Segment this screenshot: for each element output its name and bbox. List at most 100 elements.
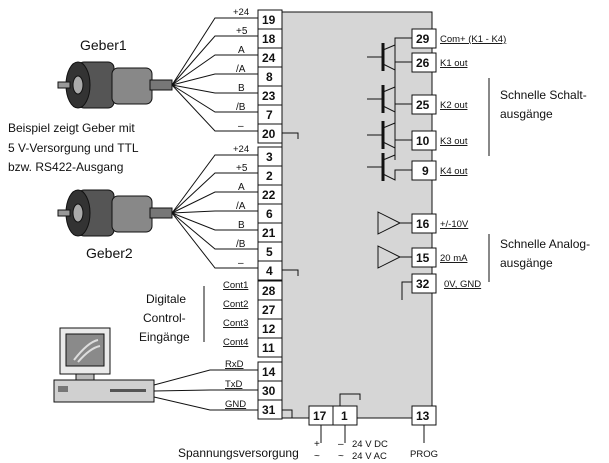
svg-text:+5: +5 [236,163,248,174]
svg-text:4: 4 [266,264,273,278]
svg-text:/B: /B [236,102,246,113]
svg-text:~: ~ [314,451,320,462]
svg-text:13: 13 [416,409,430,423]
svg-text:–: – [238,258,244,269]
svg-text:16: 16 [416,217,430,231]
svg-text:Cont1: Cont1 [223,280,248,291]
svg-text:6: 6 [266,207,273,221]
svg-text:14: 14 [262,365,276,379]
svg-text:+/-10V: +/-10V [440,219,469,230]
svg-text:+5: +5 [236,26,248,37]
svg-text:A: A [238,182,245,193]
svg-text:Spannungsversorgung: Spannungsversorgung [178,446,299,460]
svg-text:31: 31 [262,403,276,417]
svg-text:3: 3 [266,150,273,164]
svg-text:+24: +24 [233,7,249,18]
svg-text:18: 18 [262,32,276,46]
svg-text:2: 2 [266,169,273,183]
svg-text:24 V AC: 24 V AC [352,451,387,462]
svg-text:B: B [238,83,245,94]
svg-text:28: 28 [262,284,276,298]
device-housing [281,11,433,419]
svg-text:Com+ (K1 - K4): Com+ (K1 - K4) [440,34,506,45]
encoder2-icon [57,189,173,237]
svg-text:27: 27 [262,303,276,317]
amplifier-1 [377,211,402,235]
svg-text:29: 29 [416,32,430,46]
svg-text:10: 10 [416,134,430,148]
svg-text:+: + [314,439,320,450]
encoder1-pins: 19 18 24 8 23 7 20 [257,9,283,144]
svg-text:12: 12 [262,322,276,336]
encoder2-pins: 3 2 22 6 21 5 4 [257,146,283,281]
svg-text:–: – [338,439,344,450]
svg-text:K3 out: K3 out [440,136,468,147]
svg-text:ausgänge: ausgänge [500,107,553,121]
svg-text:7: 7 [266,108,273,122]
svg-text:Digitale: Digitale [146,292,186,306]
svg-text:+24: +24 [233,144,249,155]
svg-text:20: 20 [262,127,276,141]
svg-text:20 mA: 20 mA [440,253,468,264]
prog-group: 13 PROG [410,405,438,460]
svg-text:GND: GND [225,399,246,410]
svg-text:K1 out: K1 out [440,58,468,69]
svg-text:Schnelle Analog-: Schnelle Analog- [500,237,590,251]
svg-text:Cont4: Cont4 [223,337,248,348]
amplifier-2 [377,245,402,269]
svg-text:1: 1 [341,409,348,423]
encoder1-group: Geber1 +24 +5 A /A B /B – 19 18 24 8 [57,7,299,144]
svg-text:0V, GND: 0V, GND [444,279,481,290]
svg-text:19: 19 [262,13,276,27]
analog-outputs-group: 16 15 32 +/-10V 20 mA 0V, GND Schnelle A… [377,211,590,300]
encoder1-icon [57,61,173,109]
svg-text:/A: /A [236,201,246,212]
svg-text:B: B [238,220,245,231]
svg-text:–: – [238,121,244,132]
svg-text:5 V-Versorgung und TTL: 5 V-Versorgung und TTL [8,141,139,155]
svg-text:11: 11 [262,341,275,355]
switch-outputs-group: 29 26 25 10 9 Com+ (K1 - K4) K1 out K2 o… [367,28,587,181]
svg-text:32: 32 [416,277,430,291]
svg-text:Cont3: Cont3 [223,318,248,329]
switch-transistors [367,43,412,181]
svg-text:A: A [238,45,245,56]
svg-text:/A: /A [236,64,246,75]
svg-text:17: 17 [313,409,327,423]
control-inputs-group: Digitale Control- Eingänge Cont1 Cont2 C… [139,280,283,358]
encoder2-group: Geber2 +24 +5 A /A B /B – 3 2 22 6 21 5 [57,144,299,281]
svg-text:Beispiel zeigt Geber mit: Beispiel zeigt Geber mit [8,121,135,135]
svg-text:Control-: Control- [143,311,186,325]
svg-text:K4 out: K4 out [440,166,468,177]
example-note: Beispiel zeigt Geber mit 5 V-Versorgung … [8,121,139,174]
svg-text:23: 23 [262,89,276,103]
svg-text:9: 9 [422,164,429,178]
svg-text:22: 22 [262,188,276,202]
svg-text:26: 26 [416,56,430,70]
encoder1-title: Geber1 [80,37,127,53]
svg-text:30: 30 [262,384,276,398]
pc-icon [53,327,155,403]
svg-text:24 V DC: 24 V DC [352,439,388,450]
svg-text:Eingänge: Eingänge [139,330,190,344]
svg-text:PROG: PROG [410,449,438,460]
svg-text:TxD: TxD [225,379,243,390]
svg-text:25: 25 [416,98,430,112]
svg-text:K2 out: K2 out [440,100,468,111]
svg-text:RxD: RxD [225,359,244,370]
svg-text:Cont2: Cont2 [223,299,248,310]
svg-text:ausgänge: ausgänge [500,256,553,270]
serial-group: RxD TxD GND 14 30 31 [153,359,293,420]
svg-text:~: ~ [338,451,344,462]
svg-text:21: 21 [262,226,276,240]
encoder2-title: Geber2 [86,245,133,261]
svg-text:8: 8 [266,70,273,84]
svg-text:24: 24 [262,51,276,65]
svg-text:/B: /B [236,239,246,250]
svg-text:5: 5 [266,245,273,259]
svg-text:Schnelle Schalt-: Schnelle Schalt- [500,88,587,102]
supply-group: 17 1 Spannungsversorgung + ~ – ~ 24 V DC… [178,393,388,462]
svg-text:bzw. RS422-Ausgang: bzw. RS422-Ausgang [8,160,123,174]
svg-text:15: 15 [416,251,430,265]
